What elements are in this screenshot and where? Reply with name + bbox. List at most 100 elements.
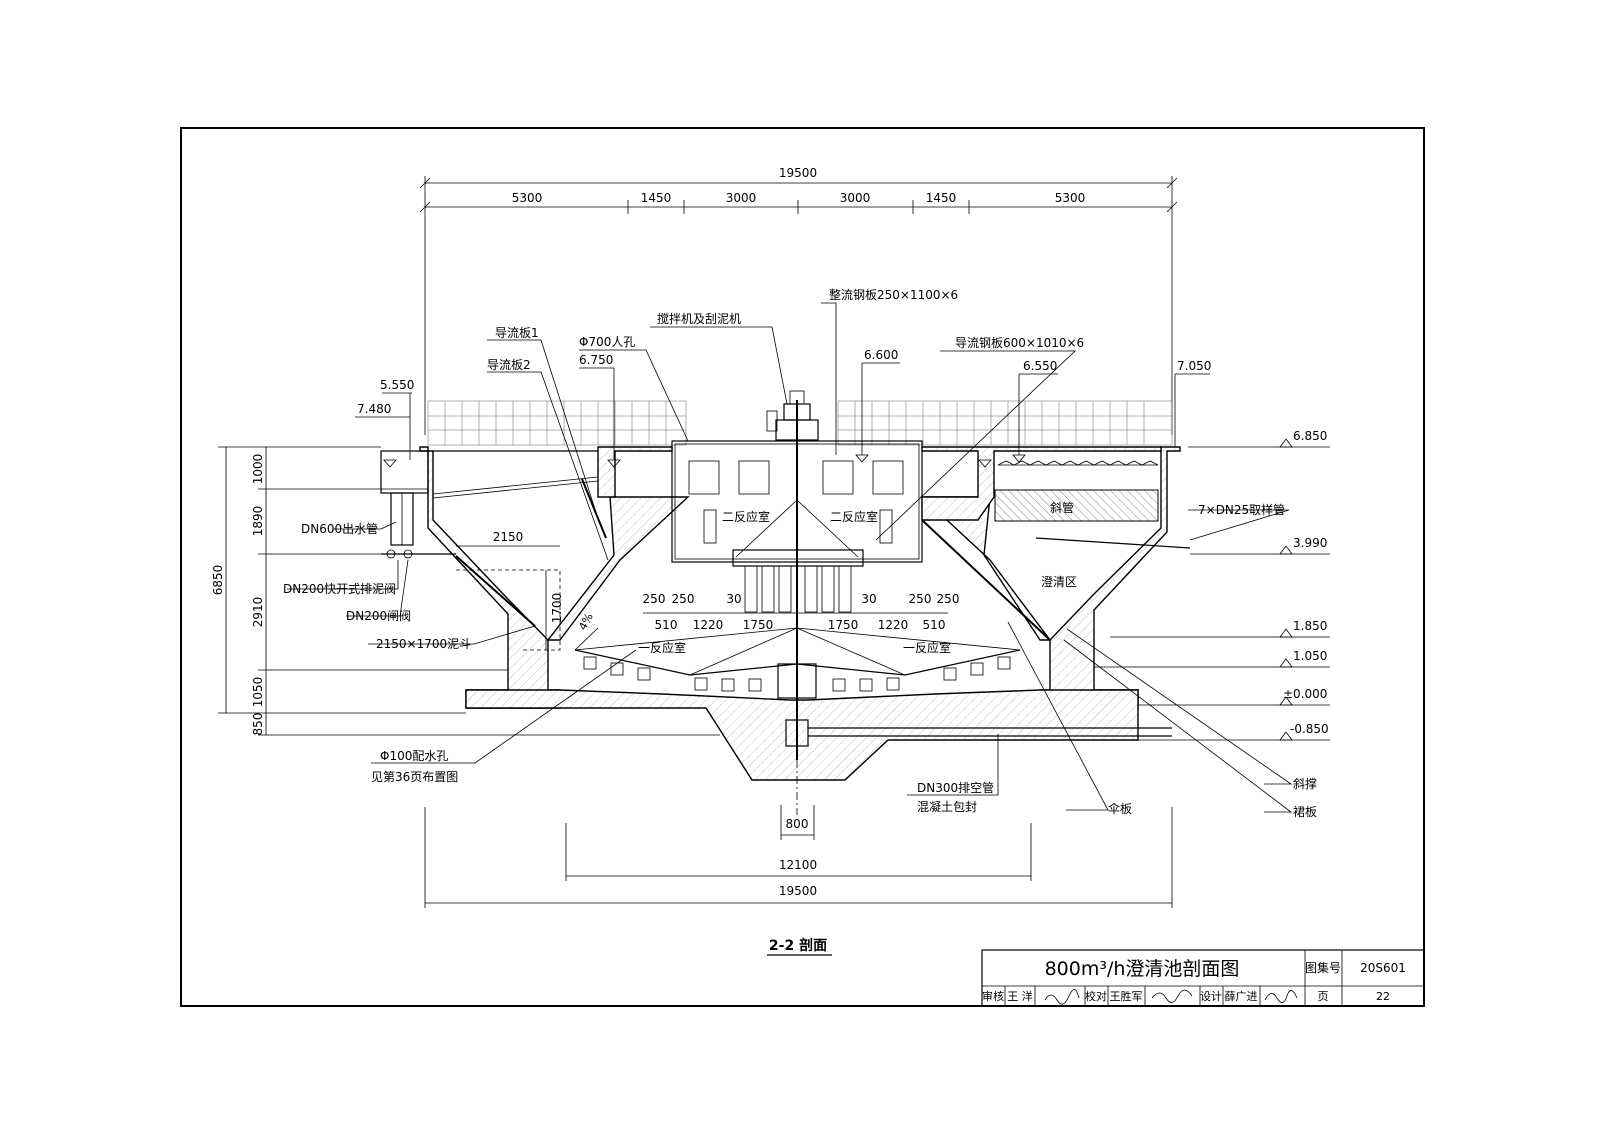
elev-0000: ±0.000 xyxy=(1283,687,1327,701)
left-dimension-lines xyxy=(218,446,720,736)
center-hub xyxy=(777,663,817,699)
label-umbrella-plate: 伞板 xyxy=(1108,801,1132,816)
drain-sump xyxy=(785,719,809,747)
bottom-dimension-lines xyxy=(424,805,1173,908)
dim-hopper-w: 2150 xyxy=(493,530,524,544)
label-outlet-pipe: DN600出水管 xyxy=(301,521,378,536)
dim-hopper-h: 1700 xyxy=(550,593,564,624)
dim-top-seg-3: 3000 xyxy=(726,191,757,205)
top-dimension-lines xyxy=(419,176,1178,435)
left-outer-wall xyxy=(419,446,561,709)
dim-inner-4: 30 xyxy=(861,592,876,606)
dim-lower-3: 1750 xyxy=(743,618,774,632)
dim-inner-1: 250 xyxy=(643,592,666,606)
elev-6600: 6.600 xyxy=(864,348,898,362)
label-guide-steel: 导流钢板600×1010×6 xyxy=(955,336,1084,350)
drawing-title: 800m³/h澄清池剖面图 xyxy=(1045,958,1240,980)
elev-1850: 1.850 xyxy=(1293,619,1327,633)
inclined-tube-block xyxy=(994,489,1159,522)
label-concrete-seal: 混凝土包封 xyxy=(917,799,977,814)
dim-left-850: 850 xyxy=(251,713,265,736)
label-distribution-hole: Φ100配水孔 xyxy=(380,749,448,763)
elev-6550: 6.550 xyxy=(1023,359,1057,373)
dim-bottom-mid: 12100 xyxy=(779,858,817,872)
reviewer-name: 王 洋 xyxy=(1007,989,1033,1003)
dim-top-seg-1: 5300 xyxy=(512,191,543,205)
page-label: 页 xyxy=(1318,990,1329,1003)
diagonal-brace xyxy=(921,519,1051,641)
inner-cone-left xyxy=(546,496,690,641)
impeller-plate xyxy=(732,549,864,567)
design-label: 设计 xyxy=(1200,990,1222,1003)
reviewer-signature xyxy=(1044,989,1080,1005)
railing-right xyxy=(837,400,1173,446)
dim-left-1050: 1050 xyxy=(251,677,265,708)
checker-name: 王胜军 xyxy=(1110,989,1143,1003)
drawing-frame xyxy=(180,127,1425,1007)
designer-name: 薛广进 xyxy=(1225,990,1258,1003)
label-first-reaction-left: 一反应室 xyxy=(638,640,686,655)
left-launder xyxy=(597,446,673,498)
check-label: 校对 xyxy=(1085,989,1107,1003)
dim-bottom-total: 19500 xyxy=(779,884,817,898)
dim-top-total: 19500 xyxy=(779,166,817,180)
elev-7480: 7.480 xyxy=(357,402,391,416)
bottom-slab xyxy=(465,689,1139,781)
callout-leaders xyxy=(287,302,1293,813)
label-see-page: 见第36页布置图 xyxy=(371,770,458,784)
section-title: 2-2 剖面 xyxy=(769,937,827,954)
dim-left-2910: 2910 xyxy=(251,597,265,628)
designer-signature xyxy=(1264,990,1298,1003)
label-second-reaction-left: 二反应室 xyxy=(722,509,770,524)
label-manhole: Φ700人孔 xyxy=(579,335,635,349)
elev-5550: 5.550 xyxy=(380,378,414,392)
checker-signature xyxy=(1151,989,1193,1003)
elev-6850: 6.850 xyxy=(1293,429,1327,443)
dim-lower-2: 1220 xyxy=(693,618,724,632)
review-label: 审核 xyxy=(982,989,1004,1003)
label-quick-valve: DN200快开式排泥阀 xyxy=(283,582,396,596)
sludge-hopper-outline xyxy=(456,569,561,651)
dim-inner-2: 250 xyxy=(672,592,695,606)
guide-plate-left xyxy=(581,478,607,539)
atlas-label: 图集号 xyxy=(1305,960,1341,975)
dim-center-800: 800 xyxy=(786,817,809,831)
elev-7050: 7.050 xyxy=(1177,359,1211,373)
atlas-number: 20S601 xyxy=(1360,961,1406,975)
dim-inner-6: 250 xyxy=(937,592,960,606)
elev-minus-0850: -0.850 xyxy=(1290,722,1329,736)
collection-trough-teeth xyxy=(997,460,1159,466)
label-rect-steel: 整流钢板250×1100×6 xyxy=(829,287,958,302)
dim-lower-6: 510 xyxy=(923,618,946,632)
elev-1050: 1.050 xyxy=(1293,649,1327,663)
outlet-box xyxy=(380,450,429,494)
label-sludge-hopper: 2150×1700泥斗 xyxy=(376,637,471,651)
scraper-blades xyxy=(583,656,1011,692)
label-guide-plate-1: 导流板1 xyxy=(495,326,539,340)
dim-lower-4: 1750 xyxy=(828,618,859,632)
elev-3990: 3.990 xyxy=(1293,536,1327,550)
label-drain-pipe: DN300排空管 xyxy=(917,780,994,795)
dim-lower-5: 1220 xyxy=(878,618,909,632)
dim-top-seg-4: 3000 xyxy=(840,191,871,205)
label-first-reaction-right: 一反应室 xyxy=(903,640,951,655)
page-number: 22 xyxy=(1376,990,1390,1003)
label-second-reaction-right: 二反应室 xyxy=(830,509,878,524)
label-mixer: 搅拌机及刮泥机 xyxy=(657,311,741,326)
label-sampling-pipe: 7×DN25取样管 xyxy=(1198,502,1285,517)
label-gate-valve: DN200闸阀 xyxy=(346,609,411,623)
elev-6750: 6.750 xyxy=(579,353,613,367)
label-inclined-tube: 斜管 xyxy=(1050,500,1074,515)
railing-left xyxy=(427,400,687,446)
title-block xyxy=(981,949,1425,1007)
dim-left-1890: 1890 xyxy=(251,506,265,537)
dim-top-seg-5: 1450 xyxy=(926,191,957,205)
dim-inner-5: 250 xyxy=(909,592,932,606)
impeller-blades xyxy=(744,565,852,613)
dim-lower-1: 510 xyxy=(655,618,678,632)
dim-inner-3: 30 xyxy=(726,592,741,606)
mixer-drive xyxy=(766,390,819,441)
sampling-pipe xyxy=(1035,537,1191,549)
dim-top-seg-6: 5300 xyxy=(1055,191,1086,205)
